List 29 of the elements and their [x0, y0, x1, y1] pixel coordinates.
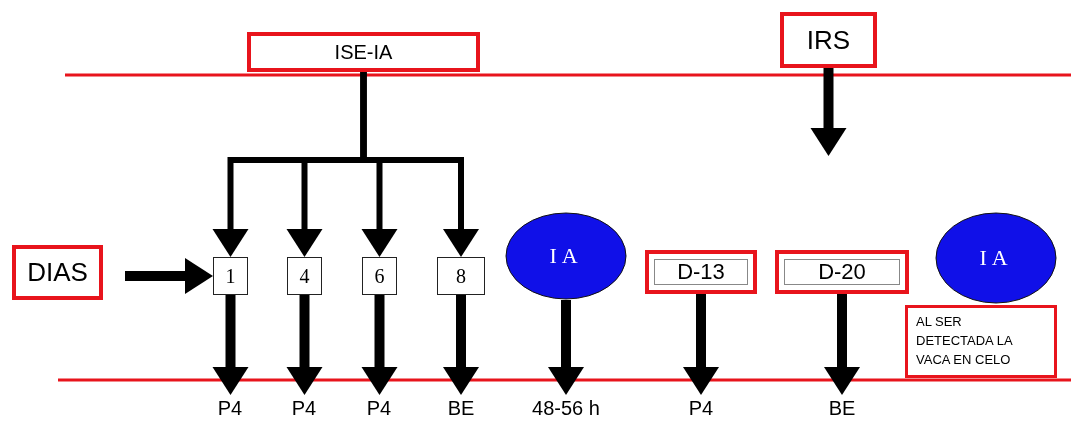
arrow — [360, 72, 479, 257]
arrow — [361, 295, 398, 395]
arrow — [125, 258, 213, 294]
day-box: D-13 — [645, 250, 757, 294]
insemination-ellipse: IA — [935, 212, 1057, 304]
arrow — [548, 300, 584, 395]
hormone-label: P4 — [366, 396, 392, 420]
hormone-label: P4 — [217, 396, 243, 420]
label-box: ISE-IA — [247, 32, 480, 72]
day-box: 4 — [287, 257, 322, 295]
label-box: IRS — [780, 12, 877, 68]
hormone-label: P4 — [291, 396, 317, 420]
hormone-label: P4 — [688, 396, 714, 420]
note-box: AL SER DETECTADA LA VACA EN CELO — [905, 305, 1057, 378]
arrow — [824, 294, 860, 395]
insemination-ellipse: IA — [505, 212, 627, 300]
arrow — [443, 295, 479, 395]
arrow — [810, 68, 847, 156]
day-box: D-20 — [775, 250, 909, 294]
label-box: DIAS — [12, 245, 103, 300]
arrow — [683, 294, 719, 395]
arrow — [212, 295, 249, 395]
arrow — [286, 295, 323, 395]
day-box: 6 — [362, 257, 397, 295]
hormone-label: 48-56 h — [532, 396, 600, 420]
hormone-label: BE — [828, 396, 856, 420]
day-box: 1 — [213, 257, 248, 295]
hormone-label: BE — [447, 396, 475, 420]
day-box: 8 — [437, 257, 485, 295]
